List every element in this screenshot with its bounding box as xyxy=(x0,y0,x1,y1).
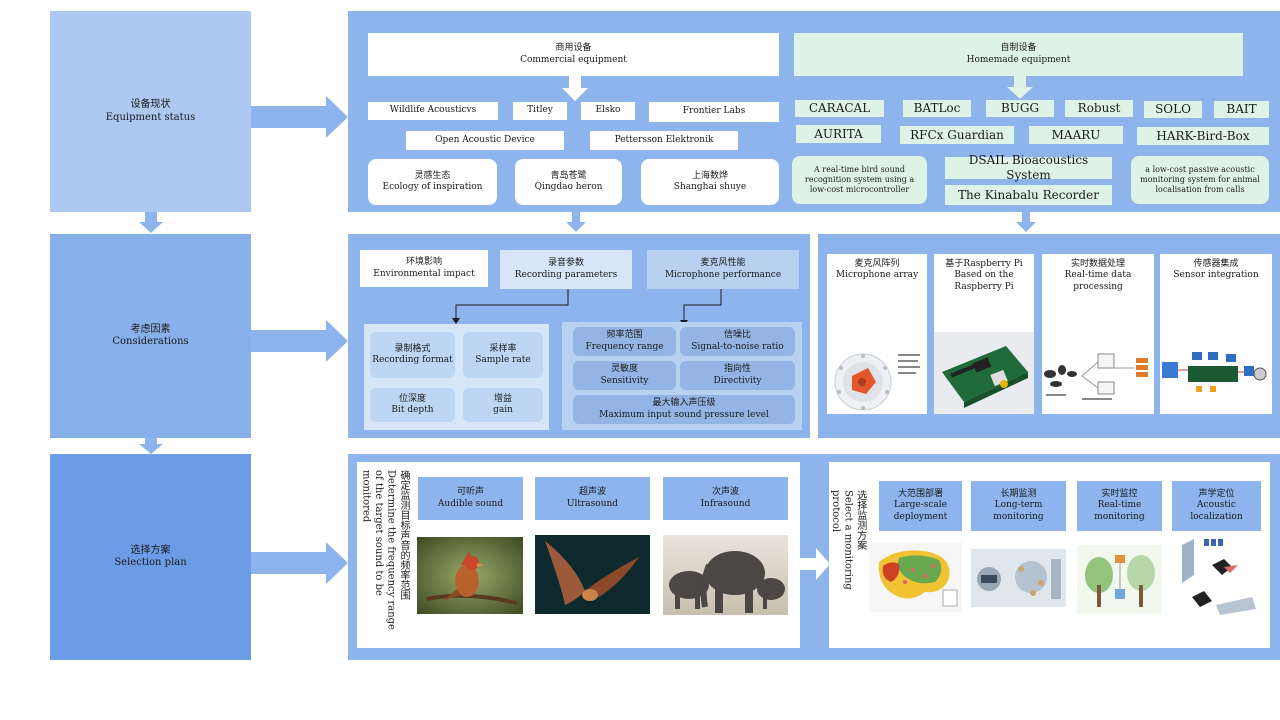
homemade-caracal: CARACAL xyxy=(795,100,884,117)
mic-item-frequency: 频率范围 Frequency range xyxy=(573,327,676,356)
equipment-status-cn: 设备现状 xyxy=(130,99,171,110)
bird-photo xyxy=(417,537,523,614)
down-arrow-4 xyxy=(1016,212,1036,232)
mic-item-max-spl: 最大输入声压级 Maximum input sound pressure lev… xyxy=(573,395,795,424)
elephant-photo xyxy=(663,535,788,615)
homemade-solo: SOLO xyxy=(1144,101,1202,118)
sensor-integration-image xyxy=(1162,352,1267,392)
long-term-image xyxy=(971,549,1066,607)
factor-recording: 录音参数 Recording parameters xyxy=(500,250,632,289)
considerations-cn: 考虑因素 xyxy=(130,323,171,335)
considerations-box: 考虑因素 Considerations xyxy=(50,234,251,438)
freq-ultrasound: 超声波 Ultrasound xyxy=(535,477,650,520)
factor-microphone: 麦克风性能 Microphone performance xyxy=(647,250,799,289)
homemade-header: 自制设备 Homemade equipment xyxy=(794,33,1243,76)
considerations-en: Considerations xyxy=(112,336,189,347)
homemade-maaru: MAARU xyxy=(1029,126,1123,144)
commercial-arrow xyxy=(562,76,588,101)
mic-item-directivity: 指向性 Directivity xyxy=(680,361,795,390)
factor-environmental: 环境影响 Environmental impact xyxy=(360,250,488,287)
freq-audible: 可听声 Audible sound xyxy=(418,477,523,520)
microphone-array-image xyxy=(834,353,920,411)
mic-item-sensitivity: 灵敏度 Sensitivity xyxy=(573,361,676,390)
down-arrow-2 xyxy=(139,438,163,454)
homemade-bugg: BUGG xyxy=(986,100,1054,117)
protocol-vertical-text: 选择监测方案 Select a monitoring protocol xyxy=(829,490,866,590)
commercial-item-pettersson: Pettersson Elektronik xyxy=(590,131,738,150)
homemade-bait: BAIT xyxy=(1214,101,1269,118)
panel-connector-arrow xyxy=(800,548,830,580)
commercial-item-open-acoustic: Open Acoustic Device xyxy=(406,131,564,150)
commercial-item-titley: Titley xyxy=(513,102,567,120)
raspberry-pi-image xyxy=(934,332,1034,414)
homemade-batloc: BATLoc xyxy=(903,100,971,117)
homemade-robust: Robust xyxy=(1065,100,1133,117)
selection-plan-cn: 选择方案 xyxy=(130,544,171,556)
right-arrow-1 xyxy=(251,96,348,138)
commercial-item-elsko: Elsko xyxy=(581,102,635,120)
rec-item-sample-rate: 采样率 Sample rate xyxy=(463,332,543,378)
homemade-aurita: AURITA xyxy=(796,125,881,143)
mic-item-snr: 信噪比 Signal-to-noise ratio xyxy=(680,327,795,356)
homemade-desc-localisation: a low-cost passive acoustic monitoring s… xyxy=(1131,156,1269,204)
down-arrow-1 xyxy=(139,212,163,233)
hardware-card-raspberry-pi: 基于Raspberry Pi Based on the Raspberry Pi xyxy=(934,254,1034,414)
protocol-long-term: 长期监测 Long-term monitoring xyxy=(971,481,1066,531)
homemade-rfcx: RFCx Guardian xyxy=(900,126,1014,144)
freq-infrasound: 次声波 Infrasound xyxy=(663,477,788,520)
equipment-status-box: 设备现状 Equipment status xyxy=(50,11,251,212)
bat-photo xyxy=(535,535,650,614)
equipment-status-en: Equipment status xyxy=(105,111,196,123)
commercial-cn-shanghai: 上海数烨 Shanghai shuye xyxy=(641,159,779,205)
hardware-card-sensor: 传感器集成 Sensor integration xyxy=(1160,254,1272,414)
large-scale-map-image xyxy=(869,542,962,612)
homemade-hark: HARK-Bird-Box xyxy=(1137,127,1269,145)
protocol-large-scale: 大范围部署 Large-scale deployment xyxy=(879,481,962,531)
commercial-cn-qingdao: 青岛苍鹭 Qingdao heron xyxy=(515,159,622,205)
selection-plan-box: 选择方案 Selection plan xyxy=(50,454,251,660)
frequency-vertical-text: 确定监测目标声音的频率范围 Determine the frequency ra… xyxy=(360,470,410,630)
homemade-desc-bird: A real-time bird sound recognition syste… xyxy=(792,156,927,204)
protocol-real-time: 实时监控 Real-time monitoring xyxy=(1077,481,1162,531)
homemade-dsail: DSAIL Bioacoustics System xyxy=(945,153,1112,182)
acoustic-localization-image xyxy=(1172,535,1261,617)
rec-item-bit-depth: 位深度 Bit depth xyxy=(370,388,455,422)
realtime-processing-image xyxy=(1044,353,1148,400)
commercial-cn-inspiration: 灵感生态 Ecology of inspiration xyxy=(368,159,497,205)
commercial-item-frontier: Frontier Labs xyxy=(649,102,779,122)
homemade-arrow xyxy=(1007,76,1033,99)
homemade-kinabalu: The Kinabalu Recorder xyxy=(945,185,1112,205)
down-arrow-3 xyxy=(566,212,586,232)
hardware-card-realtime: 实时数据处理 Real-time data processing xyxy=(1042,254,1154,414)
hardware-card-mic-array: 麦克风阵列 Microphone array xyxy=(827,254,927,414)
commercial-item-wildlife: Wildlife Acousticvs xyxy=(368,102,498,120)
selection-plan-en: Selection plan xyxy=(114,557,187,568)
commercial-header: 商用设备 Commercial equipment xyxy=(368,33,779,76)
real-time-image xyxy=(1077,545,1162,614)
right-arrow-2 xyxy=(251,320,348,362)
right-arrow-3 xyxy=(251,542,348,584)
protocol-acoustic-localization: 声学定位 Acoustic localization xyxy=(1172,481,1261,531)
rec-item-format: 录制格式 Recording format xyxy=(370,332,455,378)
rec-item-gain: 增益 gain xyxy=(463,388,543,422)
